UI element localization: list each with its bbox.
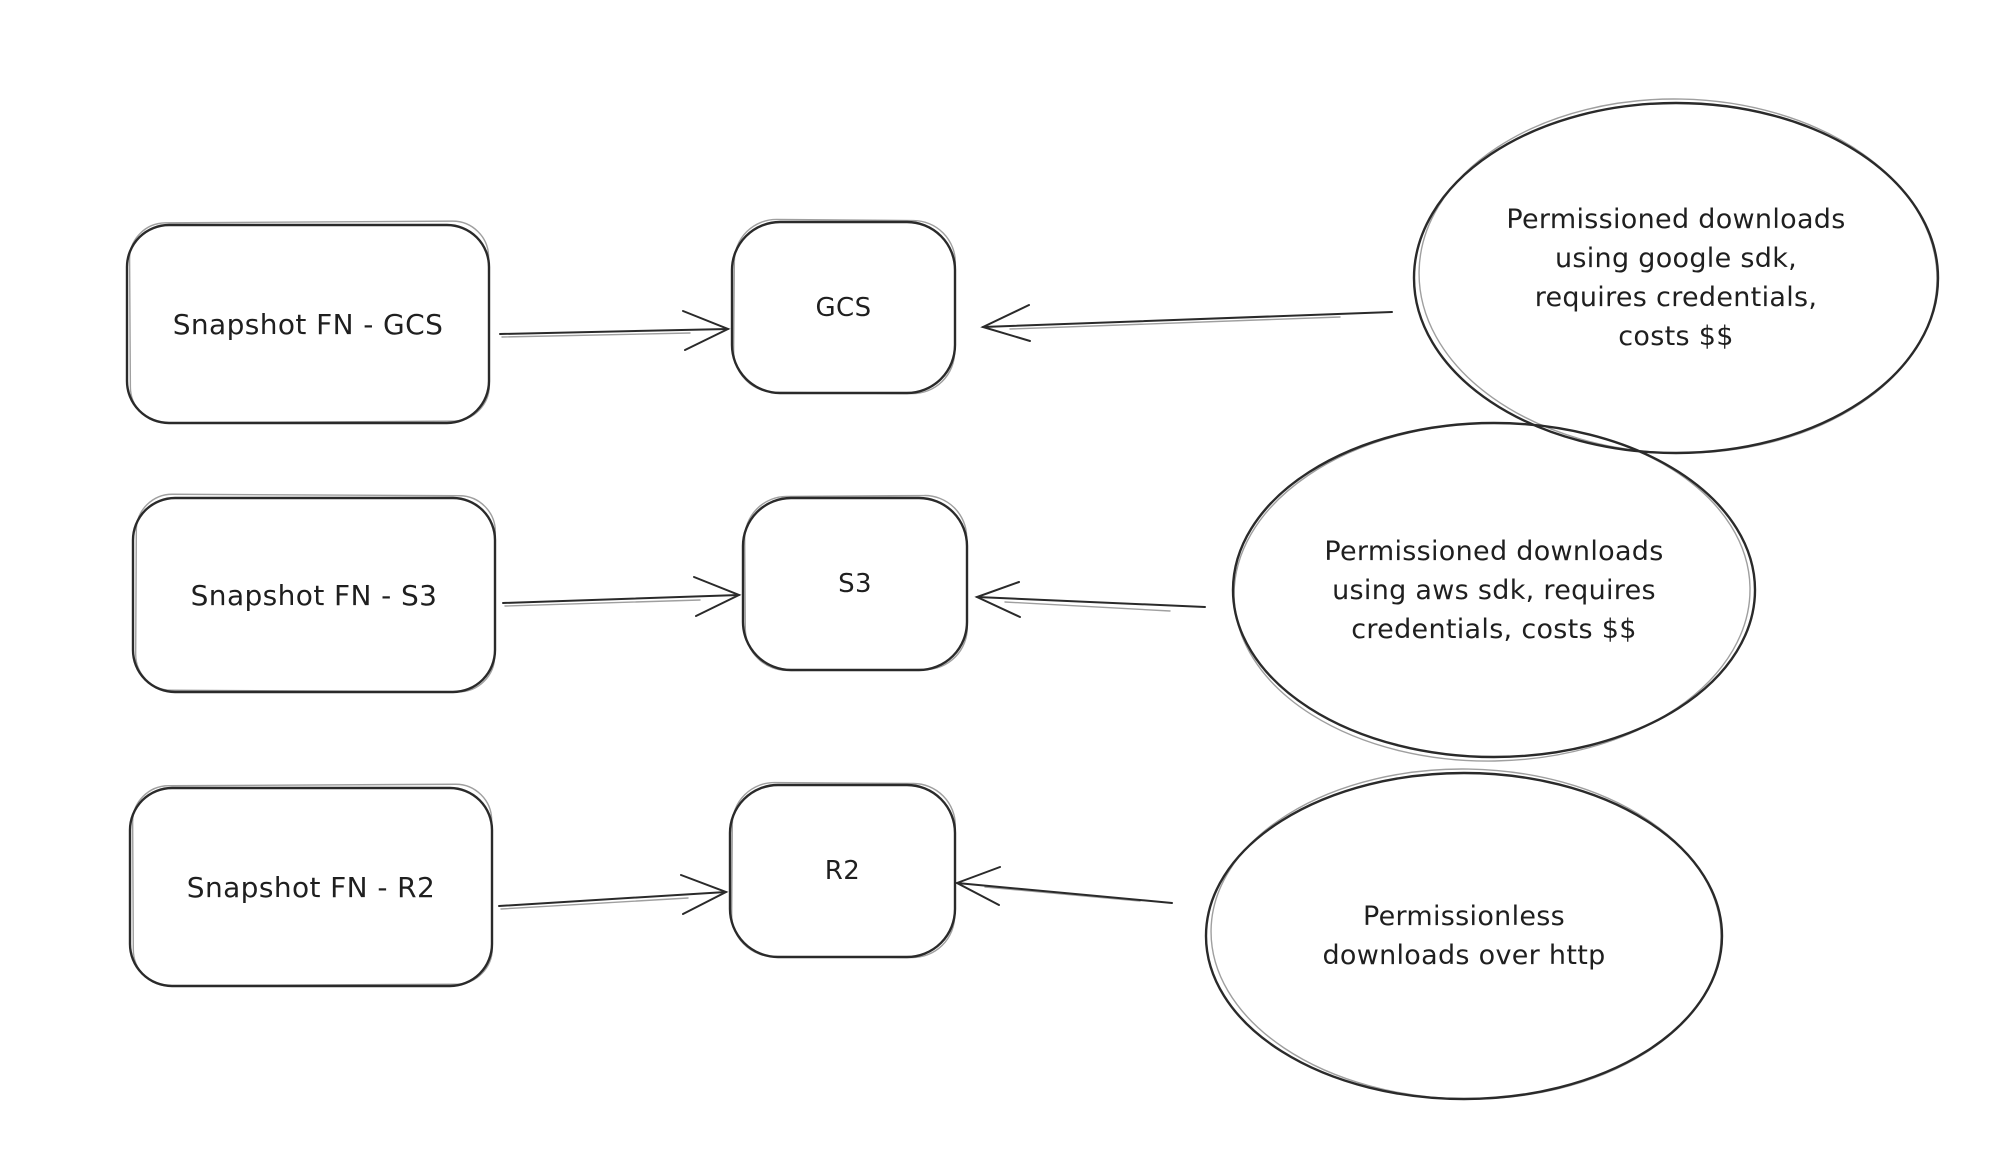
note-line: using google sdk, bbox=[1554, 243, 1798, 274]
node-snapshot-fn-gcs-stroke bbox=[125, 223, 491, 425]
node-gcs-label: GCS bbox=[815, 292, 872, 323]
arrow-snapshot-to-r2-sketch bbox=[500, 897, 689, 910]
note-ellipse-s3-stroke bbox=[1231, 421, 1757, 759]
node-snapshot-fn-s3-label: Snapshot FN - S3 bbox=[190, 578, 438, 612]
arrow-note-to-gcs-shaft bbox=[982, 311, 1393, 328]
note-line: costs $$ bbox=[1618, 321, 1734, 352]
arrow-snapshot-to-gcs-sketch bbox=[501, 332, 691, 338]
arrow-note-to-r2 bbox=[954, 866, 1173, 906]
node-s3 bbox=[741, 494, 969, 672]
arrow-note-to-s3-head bbox=[974, 581, 1021, 618]
node-snapshot-fn-s3 bbox=[131, 493, 497, 694]
node-snapshot-fn-gcs bbox=[125, 220, 491, 425]
node-snapshot-fn-r2-sketch-stroke bbox=[131, 783, 494, 987]
node-r2-stroke bbox=[728, 783, 957, 959]
node-s3-stroke bbox=[741, 496, 969, 672]
arrow-note-to-gcs bbox=[980, 304, 1393, 342]
note-ellipse-s3 bbox=[1231, 421, 1757, 762]
note-s3-text: Permissioned downloads using aws sdk, re… bbox=[1233, 423, 1755, 757]
arrow-snapshot-to-gcs-head bbox=[682, 310, 731, 351]
note-line: downloads over http bbox=[1322, 940, 1606, 971]
arrow-snapshot-to-s3-sketch bbox=[504, 599, 701, 607]
node-snapshot-fn-gcs-sketch-stroke bbox=[128, 220, 491, 424]
arrow-snapshot-to-r2-head bbox=[680, 874, 729, 915]
note-ellipse-r2-sketch-stroke bbox=[1210, 768, 1722, 1100]
note-line: Permissionless bbox=[1362, 901, 1566, 932]
arrow-note-to-s3-sketch bbox=[1004, 601, 1171, 612]
arrow-snapshot-to-gcs-shaft bbox=[499, 328, 729, 335]
note-ellipse-r2 bbox=[1204, 768, 1724, 1101]
node-gcs bbox=[730, 218, 957, 395]
arrow-note-to-r2-shaft bbox=[956, 882, 1173, 904]
arrow-snapshot-to-s3-head bbox=[693, 576, 742, 617]
note-line: requires credentials, bbox=[1534, 282, 1818, 313]
node-s3-label: S3 bbox=[838, 569, 872, 599]
node-snapshot-fn-r2-stroke bbox=[128, 786, 494, 988]
arrow-snapshot-to-gcs bbox=[499, 310, 731, 351]
arrow-note-to-r2-head bbox=[954, 866, 1001, 906]
note-ellipse-gcs-stroke bbox=[1412, 101, 1940, 455]
node-snapshot-fn-r2-label: Snapshot FN - R2 bbox=[186, 870, 436, 904]
node-s3-sketch-stroke bbox=[743, 494, 969, 672]
arrow-snapshot-to-r2 bbox=[498, 874, 729, 915]
arrow-note-to-r2-sketch bbox=[984, 886, 1141, 902]
note-line: using aws sdk, requires bbox=[1332, 574, 1656, 606]
node-gcs-sketch-stroke bbox=[732, 218, 957, 395]
node-snapshot-fn-r2 bbox=[128, 783, 494, 988]
node-snapshot-fn-s3-stroke bbox=[131, 496, 497, 694]
arrow-note-to-gcs-head bbox=[980, 304, 1031, 342]
note-ellipse-gcs bbox=[1412, 98, 1940, 455]
note-ellipse-s3-sketch-stroke bbox=[1233, 422, 1751, 762]
arrow-note-to-gcs-sketch bbox=[1009, 316, 1341, 330]
note-line: credentials, costs $$ bbox=[1351, 613, 1637, 645]
arrow-note-to-s3 bbox=[974, 581, 1206, 618]
arrow-snapshot-to-s3 bbox=[502, 576, 742, 617]
arrow-note-to-s3-shaft bbox=[976, 596, 1206, 608]
node-gcs-stroke bbox=[730, 220, 957, 395]
node-snapshot-fn-gcs-label: Snapshot FN - GCS bbox=[172, 307, 444, 341]
arrow-snapshot-to-s3-shaft bbox=[502, 594, 740, 604]
note-gcs-text: Permissioned downloads using google sdk,… bbox=[1414, 103, 1938, 453]
note-r2-text: Permissionless downloads over http bbox=[1206, 773, 1722, 1099]
note-line: Permissioned downloads bbox=[1506, 204, 1846, 235]
node-r2 bbox=[728, 781, 957, 959]
arrow-snapshot-to-r2-shaft bbox=[498, 891, 727, 907]
node-r2-sketch-stroke bbox=[730, 781, 957, 959]
note-line: Permissioned downloads bbox=[1324, 535, 1664, 567]
note-ellipse-r2-stroke bbox=[1204, 771, 1724, 1101]
note-ellipse-gcs-sketch-stroke bbox=[1418, 98, 1938, 454]
node-r2-label: R2 bbox=[824, 856, 861, 886]
node-snapshot-fn-s3-sketch-stroke bbox=[134, 493, 497, 693]
